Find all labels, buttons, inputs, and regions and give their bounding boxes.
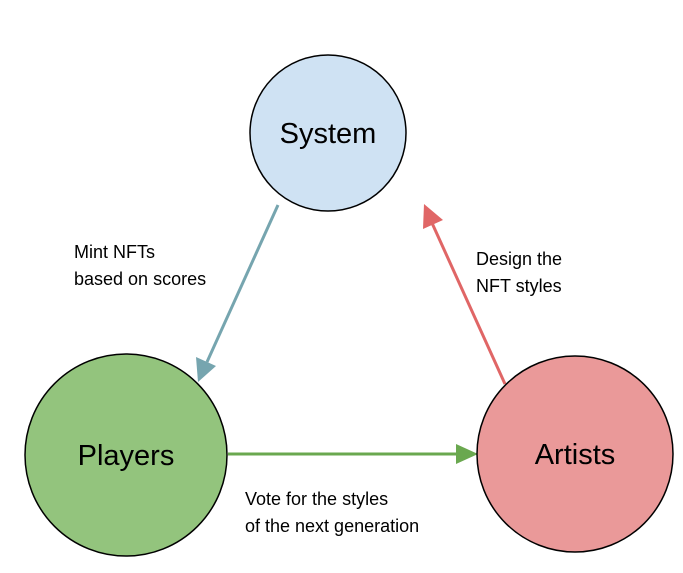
arrow-line-artists-to-system xyxy=(430,222,507,385)
edge-label-vote-styles-line-2: of the next generation xyxy=(245,516,419,536)
arrowhead-system xyxy=(423,204,443,229)
arrowhead-players xyxy=(196,357,216,382)
edge-artists-to-system xyxy=(423,204,507,385)
edge-system-to-players xyxy=(196,204,280,382)
edge-label-mint-nfts-line-2: based on scores xyxy=(74,269,206,289)
node-players: Players xyxy=(24,353,228,557)
system-label: System xyxy=(280,118,377,150)
node-artists: Artists xyxy=(476,355,674,553)
edge-label-vote-styles: Vote for the styles of the next generati… xyxy=(245,489,419,536)
edge-label-design-styles: Design the NFT styles xyxy=(476,249,567,296)
edge-label-mint-nfts: Mint NFTs based on scores xyxy=(74,242,206,289)
edge-players-to-artists xyxy=(228,444,478,464)
system-circle xyxy=(249,54,407,212)
players-circle xyxy=(24,353,228,557)
edge-label-design-styles-line-1: Design the xyxy=(476,249,562,269)
edge-label-vote-styles-line-1: Vote for the styles xyxy=(245,489,388,509)
arrow-line-system-to-players xyxy=(205,204,280,363)
node-system: System xyxy=(249,54,407,212)
arrowhead-artists xyxy=(456,444,478,464)
edge-label-design-styles-line-2: NFT styles xyxy=(476,276,562,296)
edge-label-mint-nfts-line-1: Mint NFTs xyxy=(74,242,155,262)
artists-label: Artists xyxy=(535,439,616,471)
players-label: Players xyxy=(78,440,175,472)
artists-circle xyxy=(476,355,674,553)
